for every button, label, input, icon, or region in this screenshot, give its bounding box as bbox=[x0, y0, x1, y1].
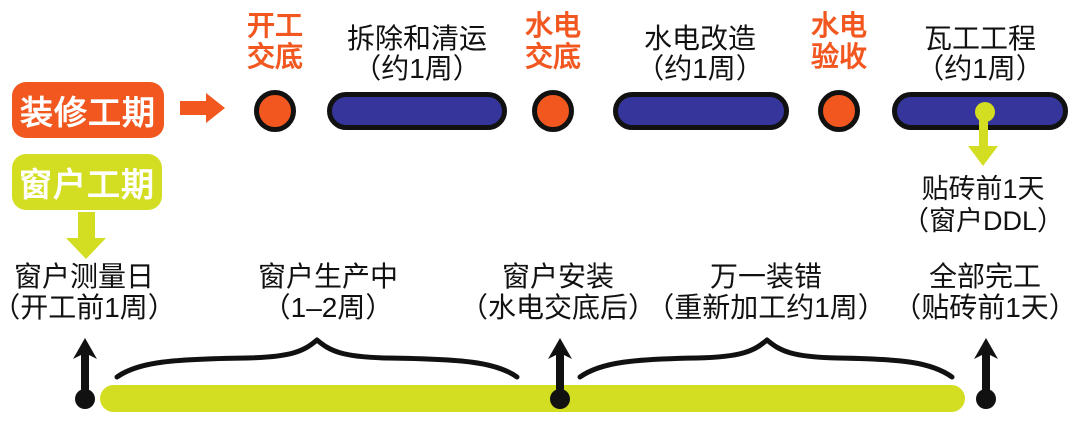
window-schedule-badge: 窗户工期 bbox=[12, 154, 162, 210]
milestone-label-kickoff-briefing: 开工 交底 bbox=[246, 10, 304, 72]
milestone-circle-plumbing-briefing bbox=[532, 90, 574, 132]
milestone-label-plumbing-acceptance: 水电 验收 bbox=[810, 10, 868, 72]
milestone-label-plumbing-briefing: 水电 交底 bbox=[524, 10, 582, 72]
milestone-circle-kickoff-briefing bbox=[254, 90, 296, 132]
event-marker-arrow-complete bbox=[974, 338, 998, 409]
milestone-circle-plumbing-acceptance bbox=[818, 90, 860, 132]
phase-label-plumbing-rework: 水电改造 （约1周） bbox=[636, 23, 764, 84]
window-ddl-dot bbox=[975, 102, 995, 122]
event-label-all-complete: 全部完工 （贴砖前1天） bbox=[893, 261, 1077, 323]
phase-pill-demolition bbox=[327, 92, 507, 130]
event-label-window-measurement: 窗户测量日 （开工前1周） bbox=[0, 261, 176, 323]
window-timeline-bar bbox=[100, 385, 965, 412]
event-marker-arrow-measurement bbox=[73, 338, 97, 409]
event-label-window-installation: 窗户安装 （水电交底后） bbox=[459, 261, 657, 323]
window-schedule-label: 窗户工期 bbox=[19, 166, 155, 203]
phase-pill-plumbing-rework bbox=[613, 92, 789, 130]
renovation-schedule-label: 装修工期 bbox=[20, 94, 156, 131]
renovation-schedule-badge: 装修工期 bbox=[12, 82, 164, 138]
right-arrow-icon bbox=[180, 93, 225, 123]
window-schedule-down-arrow-icon bbox=[66, 212, 106, 259]
window-ddl-note: 贴砖前1天 （窗户DDL） bbox=[901, 174, 1065, 236]
phase-label-demolition: 拆除和清运 （约1周） bbox=[346, 23, 488, 84]
event-label-window-production: 窗户生产中 （1–2周） bbox=[257, 261, 399, 323]
brace-window-production bbox=[114, 337, 520, 380]
event-label-rework-if-wrong: 万一装错 （重新加工约1周） bbox=[646, 261, 886, 323]
phase-label-tiling: 瓦工工程 （约1周） bbox=[916, 23, 1044, 84]
brace-rework-span bbox=[577, 337, 955, 380]
